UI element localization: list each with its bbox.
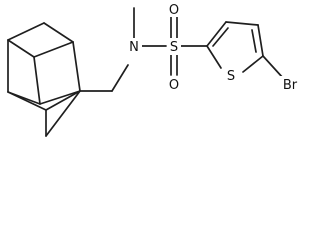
bond xyxy=(225,21,259,26)
bond xyxy=(111,64,129,92)
oxygen-bottom-label: O xyxy=(169,78,179,93)
bond xyxy=(72,41,81,92)
bond xyxy=(33,41,74,58)
nitrogen-label: N xyxy=(129,40,139,55)
atom-labels: N S O O S Br xyxy=(127,2,302,93)
bond xyxy=(251,29,257,53)
molecule-structure: N S O O S Br xyxy=(7,2,302,137)
bond xyxy=(45,90,81,137)
bond xyxy=(39,90,81,105)
bond xyxy=(7,91,41,105)
bond xyxy=(7,22,45,41)
thiophene-ring xyxy=(206,21,264,73)
bond xyxy=(7,39,35,58)
bond xyxy=(206,45,222,69)
bond xyxy=(242,55,264,73)
sulfonyl-sulfur-label: S xyxy=(170,40,178,55)
bond xyxy=(33,56,41,105)
oxygen-top-label: O xyxy=(169,3,179,18)
bond xyxy=(262,55,284,79)
bond xyxy=(206,21,227,47)
bond xyxy=(257,24,264,57)
bromine-label: Br xyxy=(283,78,298,93)
adamantane-cage xyxy=(7,22,81,137)
bonds xyxy=(7,7,284,137)
bond xyxy=(212,27,229,47)
bond xyxy=(43,22,74,43)
thiophene-sulfur-label: S xyxy=(227,69,235,84)
bond xyxy=(45,90,81,111)
